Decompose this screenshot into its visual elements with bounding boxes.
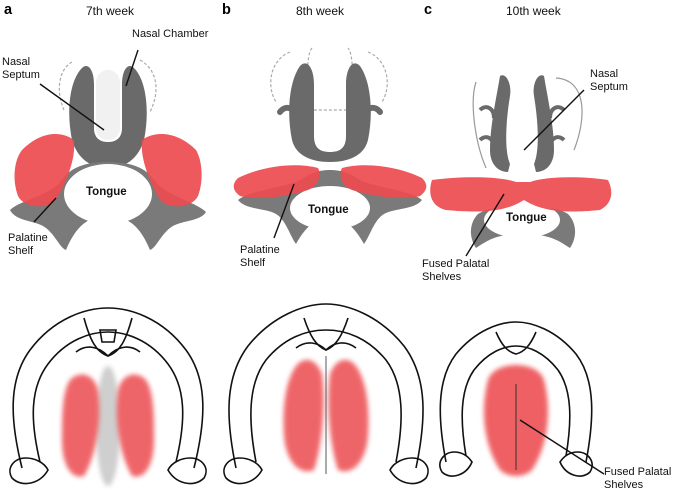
panel-b-week: 8th week	[296, 4, 345, 18]
panel-a-midline-gap	[96, 366, 120, 486]
panel-b-letter: b	[222, 2, 231, 18]
panel-b-outer-jaw	[228, 303, 424, 469]
label-a-palatine-shelf: Palatine Shelf	[8, 232, 48, 257]
leader-c-nasal-septum	[523, 89, 585, 151]
panel-c-tongue-area	[484, 202, 560, 238]
panel-b-tongue-area	[290, 186, 370, 230]
panel-b-palatal-shelf-left-view	[283, 359, 324, 472]
panel-a-week: 7th week	[86, 4, 135, 18]
label-b-tongue: Tongue	[308, 204, 349, 216]
panel-c-fused-palate	[430, 177, 612, 212]
panel-a-nasal-outline-left	[58, 61, 73, 111]
leader-c-fused-palatal-shelves	[465, 193, 505, 257]
panel-c-palatal-view	[439, 321, 593, 477]
label-c-fused-palatal-shelves-bottom: Fused Palatal Shelves	[604, 466, 672, 491]
panel-a-palatine-shelf-right	[141, 134, 202, 207]
panel-c-outer-jaw	[439, 321, 593, 463]
panel-a-outer-jaw	[12, 307, 204, 469]
panel-a-nasal-tissue	[69, 65, 147, 168]
leader-a-nasal-chamber	[125, 49, 139, 87]
panel-a-nasal-outline-right	[139, 59, 157, 113]
label-c-nasal-septum: Nasal Septum	[590, 68, 628, 93]
panel-c-nasal-outline	[472, 77, 583, 169]
panel-a-palatine-shelf-left	[14, 134, 75, 207]
label-c-fused-palatal-shelves: Fused Palatal Shelves	[422, 258, 490, 283]
panel-b-nasal-tissue	[289, 63, 371, 162]
panel-c-coronal-section	[430, 75, 612, 248]
panel-b-coronal-section	[233, 47, 427, 244]
panel-a-palatal-shelf-left-view	[62, 374, 100, 477]
panel-a-coronal-section	[10, 59, 206, 250]
label-a-nasal-chamber: Nasal Chamber	[132, 28, 209, 40]
leader-a-palatine-shelf	[33, 197, 57, 223]
panel-c-letter: c	[424, 2, 433, 18]
label-a-nasal-septum: Nasal Septum	[2, 56, 40, 81]
panel-b-palatal-shelf-right-view	[328, 359, 369, 472]
panel-a-palatal-shelf-right-view	[116, 374, 154, 477]
panel-b-palatine-shelf-right	[340, 165, 427, 198]
panel-b-nasal-outline	[270, 51, 388, 103]
label-c-tongue: Tongue	[506, 212, 547, 224]
label-a-tongue: Tongue	[86, 186, 127, 198]
leader-a-nasal-septum	[39, 83, 105, 131]
panel-a-letter: a	[4, 2, 13, 18]
panel-a-tongue-area	[64, 164, 152, 224]
leader-c-fused-palatal-shelves-bottom	[519, 419, 605, 475]
panel-b-palatine-shelf-left	[233, 165, 320, 198]
label-b-palatine-shelf: Palatine Shelf	[240, 244, 280, 269]
leader-b-palatine-shelf	[273, 183, 295, 239]
panel-c-nasal-tissue-left	[490, 75, 511, 172]
panel-c-week: 10th week	[506, 4, 561, 18]
leader-lines	[33, 49, 605, 475]
panel-a-palatal-view	[9, 307, 207, 485]
panel-b-palatal-view	[223, 303, 429, 485]
